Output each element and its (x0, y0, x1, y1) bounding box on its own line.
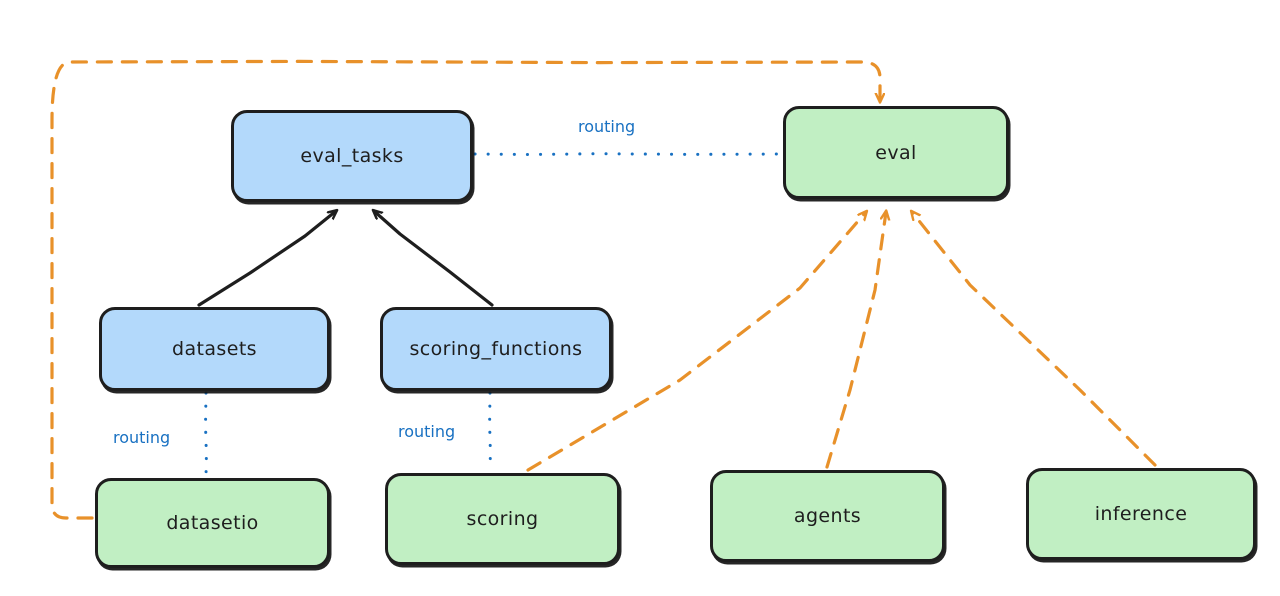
edge-label-eval-tasks-to-eval: routing (578, 117, 636, 136)
edge-scoring-functions-to-eval-tasks (374, 211, 494, 307)
node-datasets[interactable]: datasets (99, 307, 330, 391)
node-agents-label: agents (793, 505, 862, 527)
edge-datasets-to-eval-tasks (197, 211, 336, 307)
node-eval[interactable]: eval (783, 106, 1009, 199)
edge-datasets-to-datasetio (203, 391, 208, 478)
node-inference-label: inference (1094, 503, 1188, 525)
edge-datasetio-to-eval (50, 59, 880, 520)
node-agents[interactable]: agents (710, 470, 945, 562)
edge-label-scoring-functions-to-scoring: routing (398, 422, 456, 441)
edge-label-datasets-to-datasetio: routing (113, 428, 171, 447)
node-datasets-label: datasets (172, 338, 257, 360)
node-inference[interactable]: inference (1026, 468, 1256, 560)
edge-agents-to-eval (825, 212, 886, 469)
node-datasetio[interactable]: datasetio (95, 478, 330, 568)
edge-eval-tasks-to-eval (473, 152, 782, 157)
node-eval-tasks-label: eval_tasks (300, 145, 404, 167)
node-scoring-label: scoring (466, 508, 539, 530)
node-datasetio-label: datasetio (166, 512, 259, 534)
node-eval-tasks[interactable]: eval_tasks (231, 110, 473, 202)
edge-scoring-functions-to-scoring (488, 391, 492, 473)
edge-scoring-to-eval (526, 212, 866, 472)
node-scoring[interactable]: scoring (385, 473, 620, 565)
edge-inference-to-eval (912, 212, 1157, 467)
node-eval-label: eval (875, 141, 917, 164)
node-scoring-functions-label: scoring_functions (409, 338, 583, 360)
node-scoring-functions[interactable]: scoring_functions (380, 307, 612, 391)
